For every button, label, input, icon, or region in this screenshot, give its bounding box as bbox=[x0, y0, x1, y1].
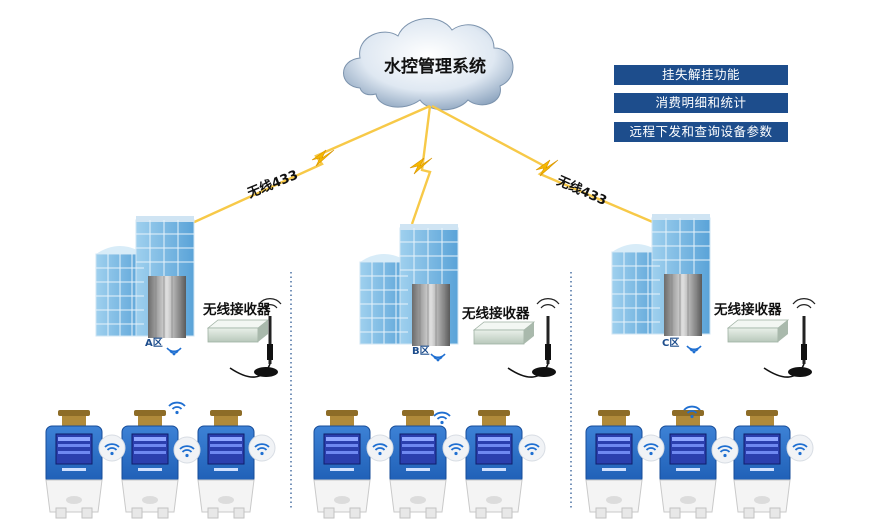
wifi-icon bbox=[248, 434, 276, 462]
wifi-icon bbox=[98, 434, 126, 462]
zone-b bbox=[313, 223, 561, 519]
wireless-receiver-icon bbox=[727, 319, 789, 343]
wifi-icon bbox=[366, 434, 394, 462]
wireless-links bbox=[189, 104, 663, 228]
system-title: 水控管理系统 bbox=[384, 57, 486, 77]
zone-a bbox=[45, 215, 283, 519]
wifi-signal-icon bbox=[168, 401, 186, 415]
water-meter-icon bbox=[197, 409, 255, 519]
wifi-icon bbox=[711, 436, 739, 464]
water-meter-icon bbox=[659, 409, 717, 519]
wireless-signal-icon bbox=[430, 353, 446, 363]
water-meter-icon bbox=[733, 409, 791, 519]
wifi-icon bbox=[442, 434, 470, 462]
water-meter-icon bbox=[585, 409, 643, 519]
wifi-signal-icon bbox=[683, 405, 701, 419]
receiver-label-b: 无线接收器 bbox=[462, 306, 530, 322]
zone-c bbox=[585, 213, 817, 519]
building-icon bbox=[95, 215, 195, 339]
wifi-icon bbox=[786, 434, 814, 462]
zone-label-b: B区 bbox=[412, 346, 430, 357]
feature-lost-report: 挂失解挂功能 bbox=[614, 65, 788, 85]
zone-label-a: A区 bbox=[145, 338, 163, 349]
wifi-icon bbox=[173, 436, 201, 464]
water-meter-icon bbox=[45, 409, 103, 519]
feature-consumption-stats: 消费明细和统计 bbox=[614, 93, 788, 113]
water-meter-icon bbox=[121, 409, 179, 519]
feature-remote-params: 远程下发和查询设备参数 bbox=[614, 122, 788, 142]
wireless-receiver-icon bbox=[207, 319, 269, 343]
wireless-signal-icon bbox=[166, 347, 182, 357]
water-meter-icon bbox=[313, 409, 371, 519]
zone-label-c: C区 bbox=[662, 338, 680, 349]
wireless-receiver-icon bbox=[473, 321, 535, 345]
wireless-signal-icon bbox=[686, 345, 702, 355]
wifi-signal-icon bbox=[433, 411, 451, 425]
wifi-icon bbox=[518, 434, 546, 462]
building-icon bbox=[359, 223, 459, 347]
receiver-label-c: 无线接收器 bbox=[714, 302, 782, 318]
water-meter-icon bbox=[389, 409, 447, 519]
receiver-label-a: 无线接收器 bbox=[203, 302, 271, 318]
building-icon bbox=[611, 213, 711, 337]
wifi-icon bbox=[637, 434, 665, 462]
water-meter-icon bbox=[465, 409, 523, 519]
cloud-icon bbox=[343, 18, 514, 111]
